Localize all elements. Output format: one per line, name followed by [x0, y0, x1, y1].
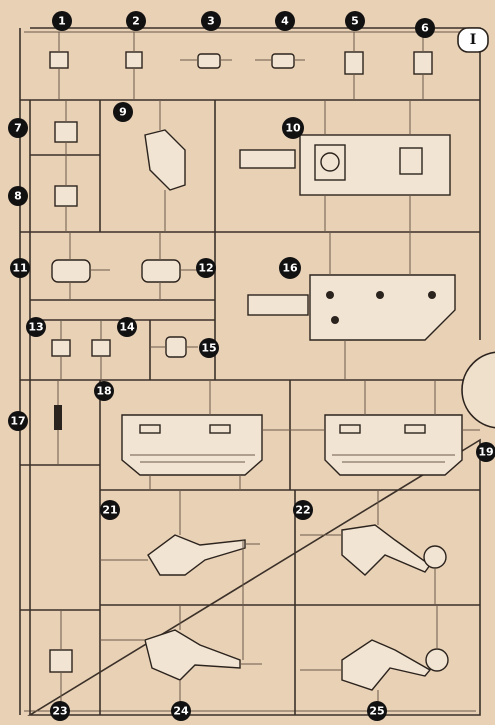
svg-text:11: 11 — [12, 262, 27, 275]
svg-text:5: 5 — [351, 15, 359, 28]
callout-4: 4 — [275, 11, 295, 31]
part-3-shape — [197, 53, 221, 69]
callout-19: 19 — [476, 442, 495, 462]
part-10 — [239, 100, 451, 232]
svg-text:2: 2 — [132, 15, 140, 28]
part-17 — [54, 380, 62, 465]
part-24-shape — [144, 629, 241, 681]
part-13-shape — [51, 339, 71, 357]
sprue-tag: I — [457, 27, 489, 53]
callout-16: 16 — [279, 257, 301, 279]
part-8-shape — [54, 185, 78, 207]
part-4-shape — [271, 53, 295, 69]
callout-24: 24 — [171, 701, 191, 721]
svg-text:22: 22 — [295, 504, 310, 517]
callout-9: 9 — [113, 102, 133, 122]
callout-15: 15 — [199, 338, 219, 358]
svg-text:18: 18 — [96, 385, 111, 398]
circular-gate — [461, 351, 495, 429]
svg-text:19: 19 — [478, 446, 493, 459]
parts-7-8-9 — [54, 100, 186, 232]
svg-text:1: 1 — [58, 15, 66, 28]
part-18-shape — [121, 414, 263, 476]
callout-5: 5 — [345, 11, 365, 31]
parts-18-19 — [121, 380, 480, 490]
part-25-shape — [341, 639, 432, 691]
callout-18: 18 — [94, 381, 114, 401]
callouts: 1 2 3 4 5 6 7 8 9 10 11 12 13 14 15 16 1… — [8, 11, 495, 721]
svg-text:9: 9 — [119, 106, 127, 119]
svg-text:4: 4 — [281, 15, 289, 28]
svg-text:21: 21 — [102, 504, 117, 517]
callout-25: 25 — [367, 701, 387, 721]
part-12-shape — [141, 259, 181, 283]
callout-3: 3 — [201, 11, 221, 31]
callout-17: 17 — [8, 411, 28, 431]
svg-text:3: 3 — [207, 15, 215, 28]
callout-14: 14 — [117, 317, 137, 337]
callout-6: 6 — [415, 18, 435, 38]
part-23 — [49, 610, 73, 711]
part-17-shape — [54, 405, 62, 430]
sprue-tag-label: I — [470, 32, 477, 48]
svg-text:15: 15 — [201, 342, 216, 355]
svg-text:25: 25 — [369, 705, 384, 718]
part-6-shape — [413, 51, 433, 75]
part-23-shape — [49, 649, 73, 673]
callout-2: 2 — [126, 11, 146, 31]
callout-7: 7 — [8, 118, 28, 138]
sprue-frame — [19, 27, 481, 716]
part-9-shape — [144, 129, 186, 191]
part-14-shape — [91, 339, 111, 357]
callout-21: 21 — [100, 500, 120, 520]
svg-text:13: 13 — [28, 321, 43, 334]
svg-text:16: 16 — [282, 262, 298, 275]
callout-13: 13 — [26, 317, 46, 337]
svg-text:12: 12 — [198, 262, 213, 275]
part-16-shape — [309, 274, 456, 341]
svg-text:6: 6 — [421, 22, 429, 35]
callout-23: 23 — [50, 701, 70, 721]
part-15-shape — [165, 336, 187, 358]
part-2-shape — [125, 51, 143, 69]
callout-1: 1 — [52, 11, 72, 31]
svg-text:23: 23 — [52, 705, 67, 718]
part-21-shape — [147, 534, 246, 576]
svg-text:14: 14 — [119, 321, 135, 334]
svg-text:17: 17 — [10, 415, 25, 428]
arm-parts — [100, 490, 449, 711]
parts-11-15 — [51, 232, 215, 380]
part-7-shape — [54, 121, 78, 143]
part-16 — [247, 232, 456, 380]
callout-8: 8 — [8, 186, 28, 206]
callout-11: 11 — [10, 258, 30, 278]
callout-10: 10 — [282, 117, 304, 139]
part-19-shape — [324, 414, 463, 476]
svg-text:10: 10 — [285, 122, 301, 135]
part-5-shape — [344, 51, 364, 75]
callout-12: 12 — [196, 258, 216, 278]
part-1-shape — [49, 51, 69, 69]
part-22-shape — [341, 524, 431, 576]
parts-row-1 — [49, 32, 433, 100]
svg-text:7: 7 — [14, 122, 22, 135]
svg-text:8: 8 — [14, 190, 22, 203]
callout-22: 22 — [293, 500, 313, 520]
svg-text:24: 24 — [173, 705, 189, 718]
part-11-shape — [51, 259, 91, 283]
